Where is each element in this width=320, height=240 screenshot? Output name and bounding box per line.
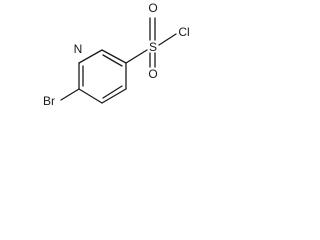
- chemical-structure: N Br S Cl O O: [43, 1, 190, 108]
- bond-c5-c6: [78, 88, 103, 104]
- atom-bromine-label: Br: [43, 94, 55, 108]
- atom-nitrogen-label: N: [74, 42, 83, 56]
- atom-oxygen-bottom-label: O: [148, 67, 157, 81]
- bond-c2-c3: [101, 49, 127, 64]
- atom-sulfur-label: S: [149, 40, 157, 54]
- bond-s-cl: [158, 33, 177, 46]
- bond-c3-s: [125, 49, 148, 64]
- bond-n-c2: [78, 49, 103, 64]
- bond-c2-c3-inner: [102, 54, 123, 67]
- bond-c4-c5-inner: [102, 85, 123, 99]
- bond-c4-c5: [101, 88, 127, 104]
- atom-chlorine-label: Cl: [178, 25, 189, 39]
- atom-oxygen-top-label: O: [148, 1, 157, 15]
- bond-c6-br: [60, 88, 80, 101]
